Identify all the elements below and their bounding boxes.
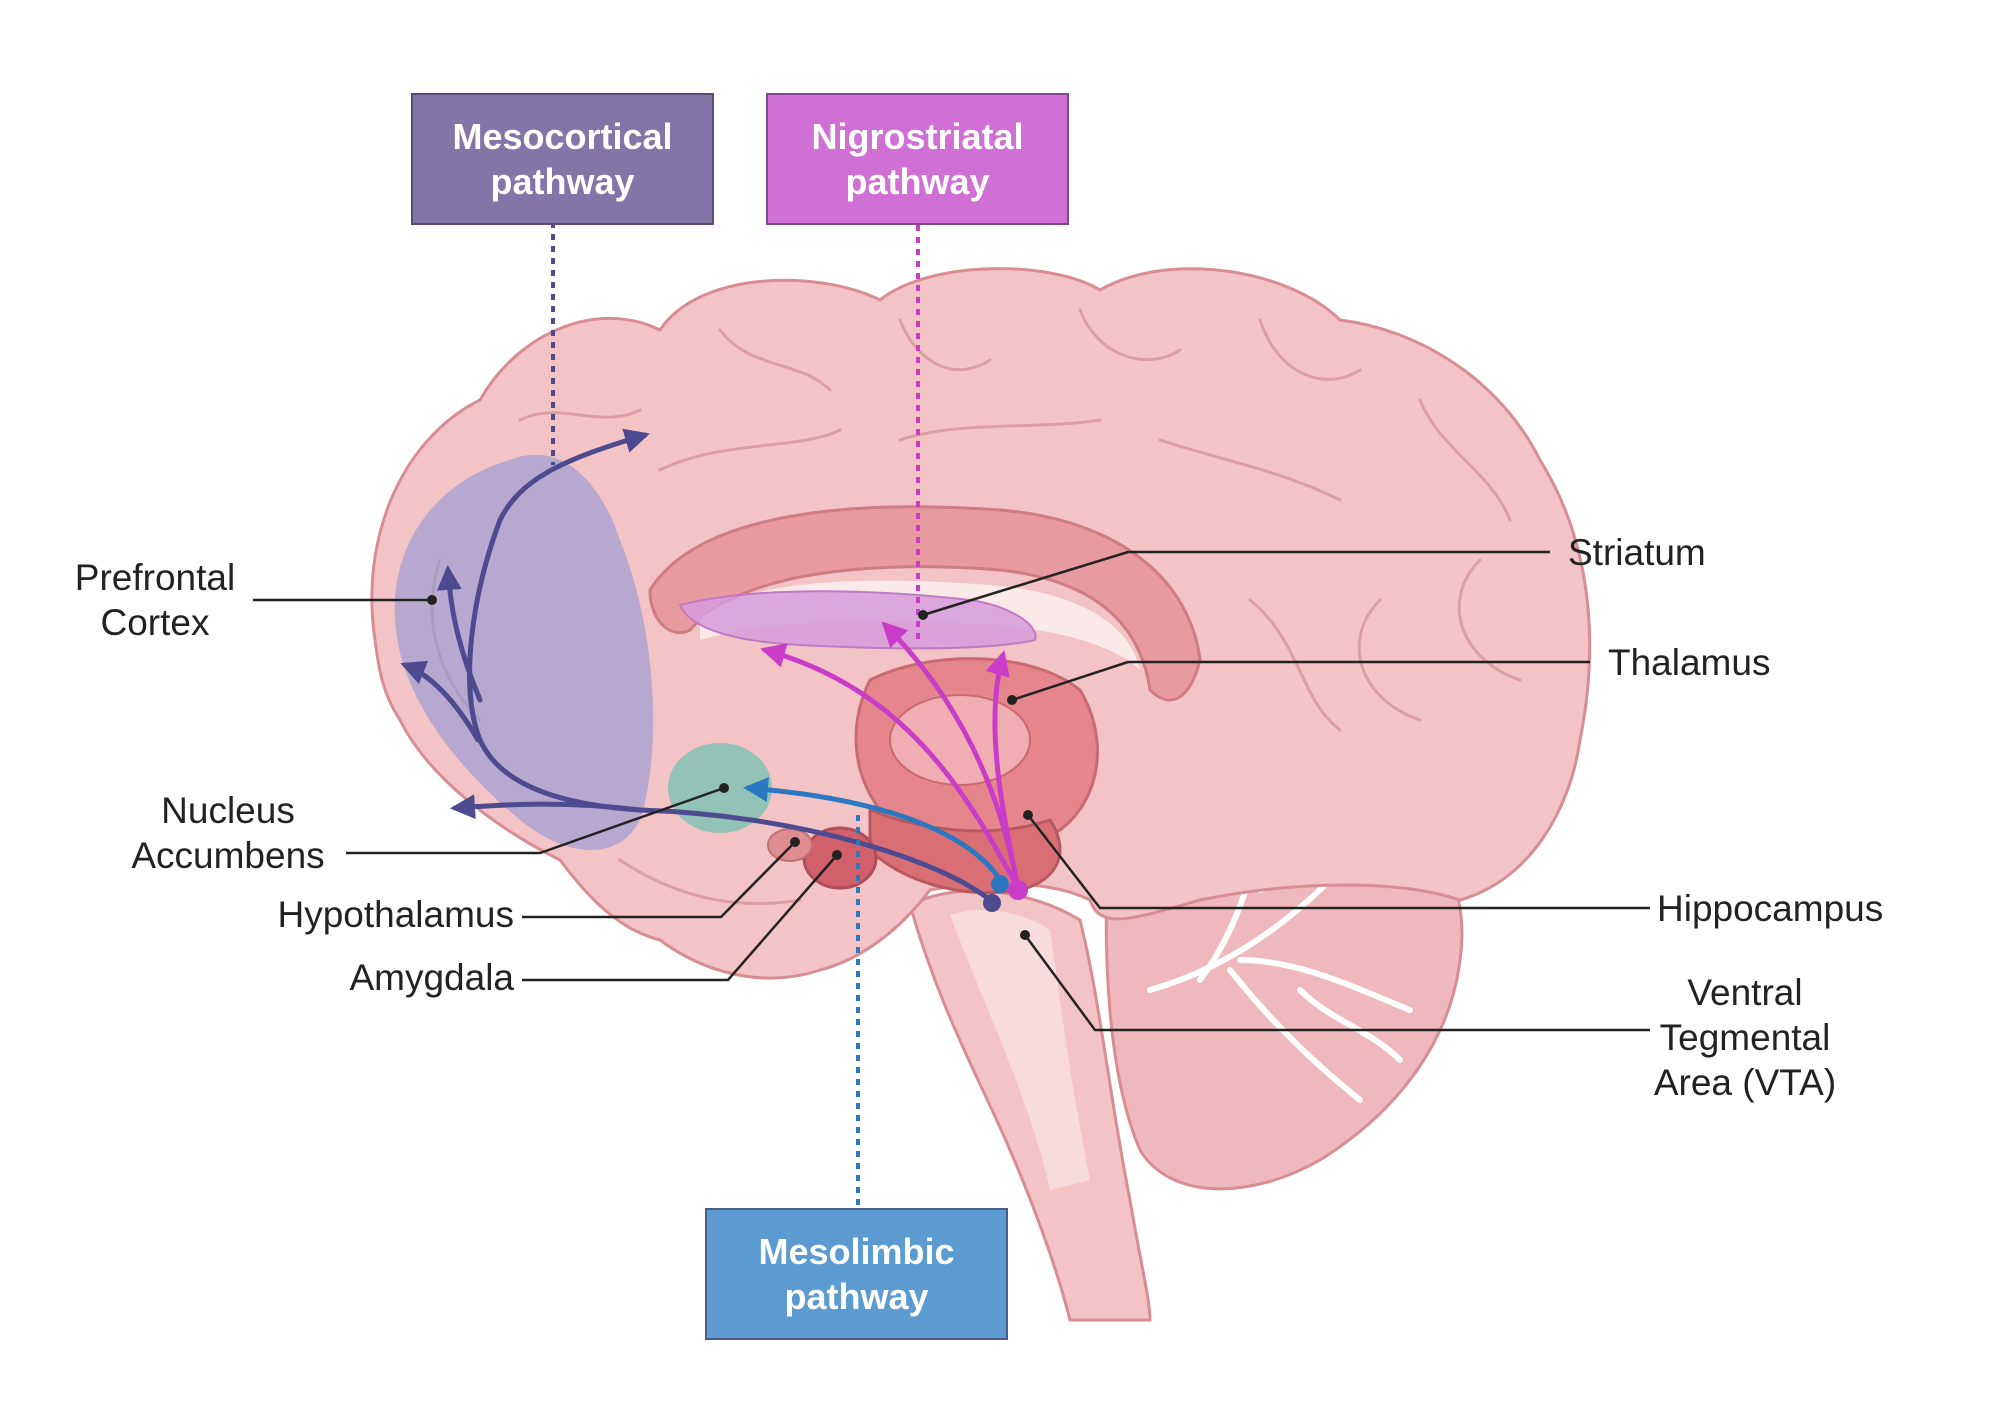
nigrostriatal-line2: pathway: [845, 161, 990, 202]
label-prefrontal-line1: Prefrontal: [74, 557, 236, 598]
label-striatum: Striatum: [1568, 532, 1706, 573]
label-hippocampus: Hippocampus: [1657, 888, 1884, 929]
prefrontal-overlay: [394, 454, 654, 850]
vta-dot-mesocortical: [983, 894, 1001, 912]
nigrostriatal-arrows: [760, 621, 1021, 891]
label-prefrontal-line2: Cortex: [100, 602, 210, 643]
label-vta-line2: Tegmental: [1659, 1017, 1831, 1058]
mesolimbic-pathway-box: Mesolimbic pathway: [705, 1208, 1008, 1340]
label-amygdala: Amygdala: [349, 957, 514, 998]
thalamus-inner: [889, 694, 1031, 786]
vta-dot-mesolimbic: [991, 875, 1009, 893]
gyri-lines: [430, 308, 1522, 906]
striatum: [678, 590, 1037, 650]
nigrostriatal-line1: Nigrostriatal: [811, 116, 1024, 157]
vta-dot-nigrostriatal: [1008, 880, 1028, 900]
mesolimbic-line2: pathway: [784, 1276, 929, 1317]
mesocortical-line1: Mesocortical: [452, 116, 673, 157]
nigrostriatal-pathway-box: Nigrostriatal pathway: [766, 93, 1069, 225]
label-nucleus-line1: Nucleus: [161, 790, 295, 831]
label-nucleus-accumbens: Nucleus Accumbens: [118, 788, 338, 878]
corpus-callosum: [648, 505, 1202, 702]
mesocortical-arrows: [400, 428, 993, 903]
leader-dots: [427, 595, 1033, 940]
hypothalamus: [767, 828, 813, 862]
leader-lines: [253, 550, 1650, 1032]
mesocortical-line2: pathway: [490, 161, 635, 202]
label-hypothalamus: Hypothalamus: [277, 894, 514, 935]
label-thalamus: Thalamus: [1608, 642, 1771, 683]
label-vta: Ventral Tegmental Area (VTA): [1640, 970, 1850, 1105]
brainstem-inner: [950, 910, 1090, 1190]
mesolimbic-arrows: [743, 777, 1008, 891]
label-vta-line1: Ventral: [1687, 972, 1803, 1013]
label-vta-line3: Area (VTA): [1653, 1062, 1837, 1103]
label-nucleus-line2: Accumbens: [131, 835, 325, 876]
label-prefrontal-cortex: Prefrontal Cortex: [60, 555, 250, 645]
mesocortical-pathway-box: Mesocortical pathway: [411, 93, 714, 225]
mesolimbic-line1: Mesolimbic: [758, 1231, 955, 1272]
